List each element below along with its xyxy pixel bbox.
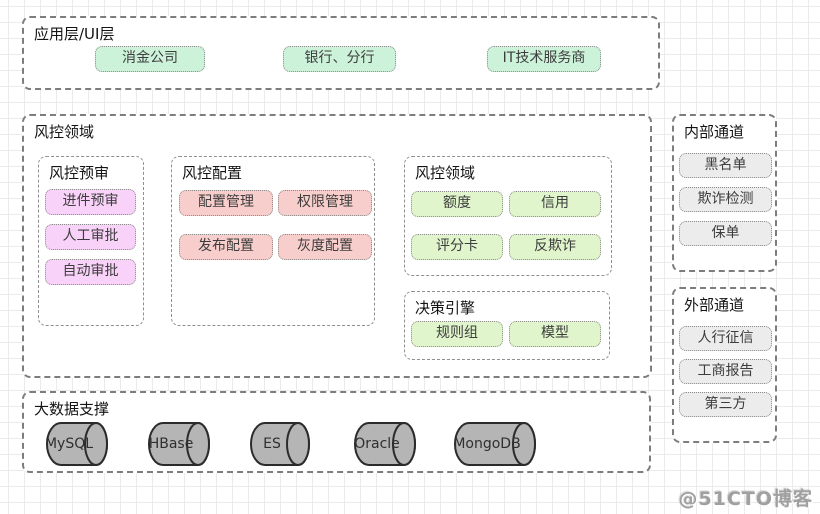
database-cylinder-icon: [46, 422, 108, 466]
cylinder-mysql[interactable]: MySQL: [44, 421, 110, 467]
cylinder-hbase-label: HBase: [148, 436, 194, 452]
subsection-decision-engine-title: 决策引擎: [415, 299, 476, 317]
section-internal-channel: 内部通道 黑名单 欺诈检测 保单: [672, 114, 777, 272]
database-cylinder-icon: [148, 422, 210, 466]
cylinder-es-label: ES: [263, 436, 281, 452]
node-release-config[interactable]: 发布配置: [179, 234, 273, 260]
cylinder-hbase[interactable]: HBase: [148, 421, 212, 467]
subsection-risk-config: 风控配置 配置管理 权限管理 发布配置 灰度配置: [171, 156, 375, 326]
node-auto-approval[interactable]: 自动审批: [45, 259, 136, 285]
cylinder-mysql-label: MySQL: [44, 436, 94, 452]
section-risk-domain: 风控领域 风控预审 进件预审 人工审批 自动审批 风控配置 配置管理 权限管理 …: [22, 114, 652, 378]
node-manual-approval[interactable]: 人工审批: [45, 224, 136, 250]
node-fraud-detection[interactable]: 欺诈检测: [679, 187, 772, 212]
node-anti-fraud[interactable]: 反欺诈: [509, 234, 601, 260]
subsection-decision-engine: 决策引擎 规则组 模型: [404, 291, 610, 360]
cylinder-mongodb-label: MongoDB: [453, 436, 521, 452]
section-big-data: 大数据支撑 MySQL HBase ES: [22, 391, 651, 473]
node-insurance-policy[interactable]: 保单: [679, 221, 772, 246]
database-cylinder-icon: [454, 422, 536, 466]
section-risk-domain-title: 风控领域: [34, 123, 95, 141]
database-cylinder-icon: [354, 422, 416, 466]
database-cylinder-icon: [250, 422, 310, 466]
section-app-layer-title: 应用层/UI层: [34, 25, 115, 43]
node-pboc-credit[interactable]: 人行征信: [679, 326, 772, 351]
cylinder-oracle[interactable]: Oracle: [354, 421, 418, 467]
node-gray-config[interactable]: 灰度配置: [278, 234, 372, 260]
node-business-report[interactable]: 工商报告: [679, 359, 772, 384]
node-third-party[interactable]: 第三方: [679, 392, 772, 417]
section-big-data-title: 大数据支撑: [34, 400, 110, 418]
node-intake-pre-review[interactable]: 进件预审: [45, 189, 136, 215]
subsection-pre-review-title: 风控预审: [49, 164, 110, 182]
cylinder-mongodb[interactable]: MongoDB: [453, 421, 538, 467]
cylinder-oracle-label: Oracle: [354, 436, 400, 452]
node-blacklist[interactable]: 黑名单: [679, 153, 772, 178]
node-quota[interactable]: 额度: [411, 191, 503, 217]
node-bank-branch[interactable]: 银行、分行: [283, 46, 396, 72]
node-consumer-finance[interactable]: 消金公司: [95, 46, 205, 72]
node-credit[interactable]: 信用: [509, 191, 601, 217]
node-rule-group[interactable]: 规则组: [411, 321, 503, 347]
section-external-channel-title: 外部通道: [684, 296, 745, 314]
cylinder-es[interactable]: ES: [250, 421, 312, 467]
section-internal-channel-title: 内部通道: [684, 123, 745, 141]
section-app-layer: 应用层/UI层 消金公司 银行、分行 IT技术服务商: [22, 16, 660, 90]
subsection-risk-domain-inner-title: 风控领域: [415, 164, 476, 182]
subsection-pre-review: 风控预审 进件预审 人工审批 自动审批: [38, 156, 144, 326]
section-external-channel: 外部通道 人行征信 工商报告 第三方: [672, 287, 777, 443]
node-it-service-provider[interactable]: IT技术服务商: [487, 46, 601, 72]
51cto-watermark: @51CTO博客: [678, 488, 813, 510]
node-permission-mgmt[interactable]: 权限管理: [278, 190, 372, 216]
node-model[interactable]: 模型: [509, 321, 601, 347]
node-config-mgmt[interactable]: 配置管理: [179, 190, 273, 216]
subsection-risk-config-title: 风控配置: [182, 164, 243, 182]
node-scorecard[interactable]: 评分卡: [411, 234, 503, 260]
subsection-risk-domain-inner: 风控领域 额度 信用 评分卡 反欺诈: [404, 156, 612, 276]
